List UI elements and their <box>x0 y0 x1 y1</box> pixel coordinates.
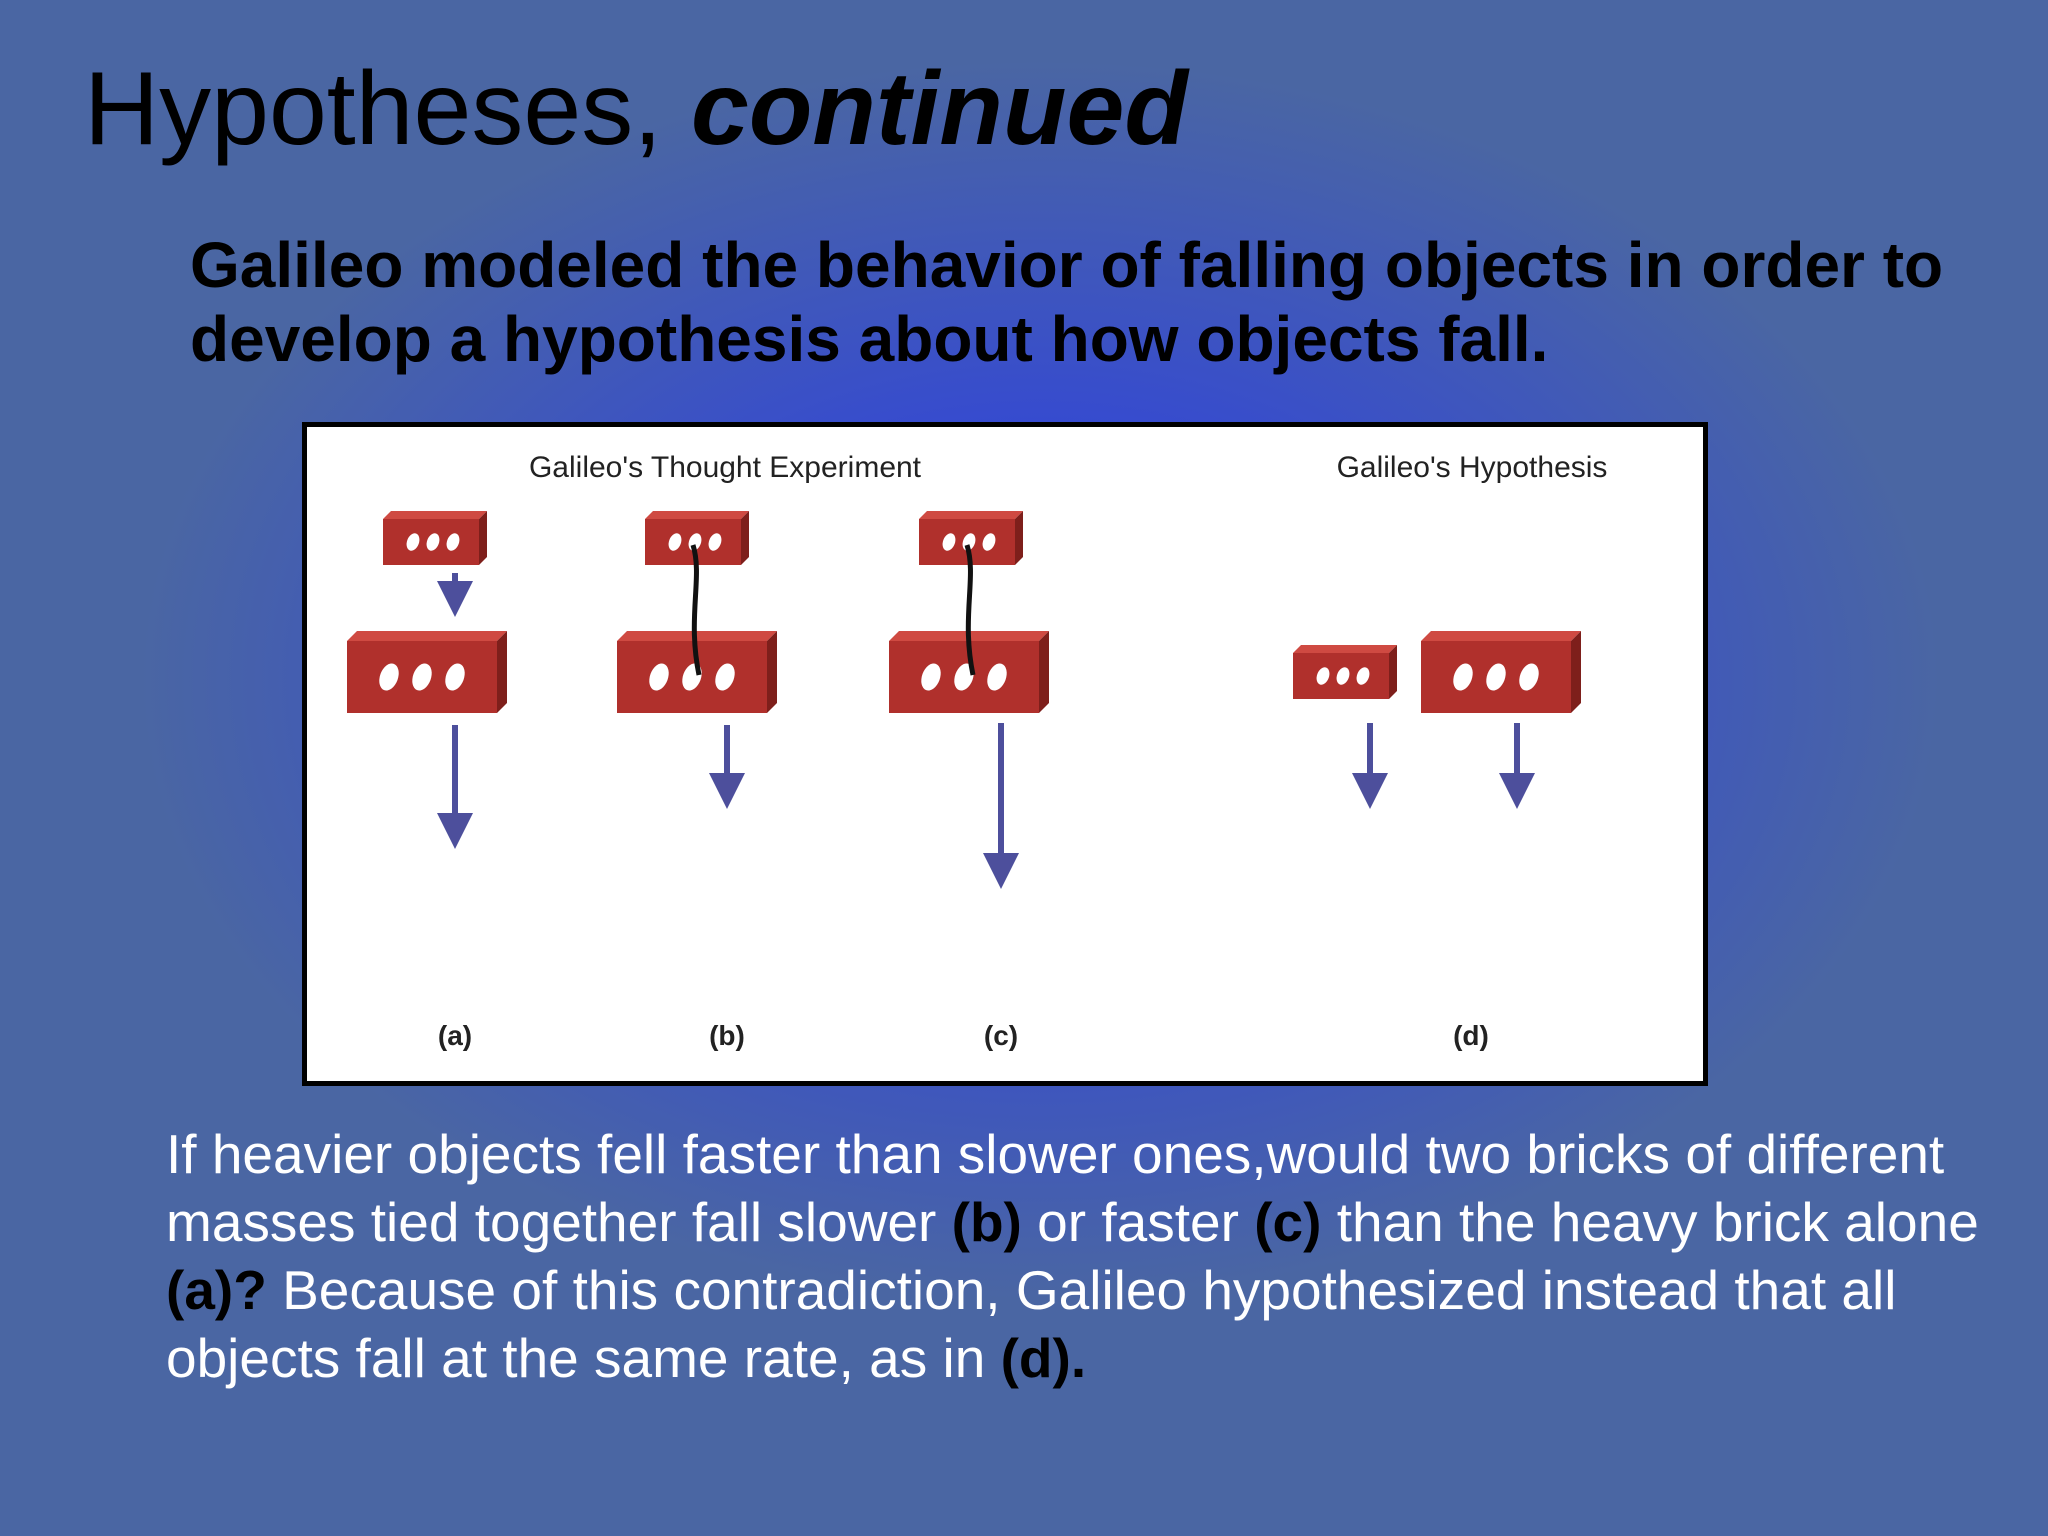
panel-label-d: (d) <box>1453 1020 1489 1051</box>
panel-a-small-brick <box>383 511 487 565</box>
panel-c-small-brick <box>919 511 1023 565</box>
panel-a-large-brick <box>347 631 507 713</box>
panel-b-rope <box>690 544 702 676</box>
slide-subtitle: Galileo modeled the behavior of falling … <box>190 229 1944 375</box>
panel-b-large-brick <box>617 631 777 713</box>
slide-title: Hypotheses, continued <box>84 52 1188 166</box>
falling-bricks-illustration: Galileo's Thought Experiment Galileo's H… <box>347 451 1608 1051</box>
slide-title-main: Hypotheses, <box>84 51 663 167</box>
caption-text: or faster <box>1021 1191 1255 1253</box>
caption-text: than the heavy brick alone <box>1321 1191 1979 1253</box>
heading-hypothesis: Galileo's Hypothesis <box>1337 451 1608 484</box>
figure-frame: Galileo's Thought Experiment Galileo's H… <box>302 422 1708 1086</box>
caption-text: If heavier objects fell faster than slow… <box>166 1123 1945 1253</box>
panel-label-c: (c) <box>984 1020 1018 1051</box>
panel-c-rope <box>964 544 976 676</box>
panel-label-a: (a) <box>438 1020 472 1051</box>
panel-d-small-brick <box>1293 645 1397 699</box>
slide-title-emphasis: continued <box>691 51 1188 167</box>
panel-d-large-brick <box>1421 631 1581 713</box>
caption-ref-a: (a)? <box>166 1259 267 1321</box>
caption-ref-c: (c) <box>1254 1191 1322 1253</box>
panel-b-small-brick <box>645 511 749 565</box>
caption-ref-d: (d). <box>1000 1327 1087 1389</box>
panel-label-b: (b) <box>709 1020 745 1051</box>
caption-text: Because of this contradiction, Galileo h… <box>166 1259 1897 1389</box>
caption-ref-b: (b) <box>951 1191 1022 1253</box>
heading-thought-experiment: Galileo's Thought Experiment <box>529 451 922 484</box>
caption-paragraph: If heavier objects fell faster than slow… <box>166 1120 1986 1392</box>
